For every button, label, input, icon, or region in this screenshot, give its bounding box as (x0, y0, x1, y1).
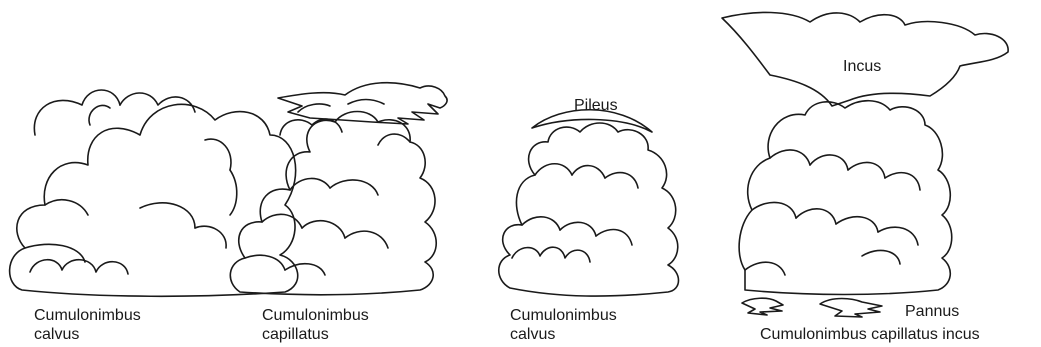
cloud-cumulonimbus-calvus-2 (499, 110, 679, 296)
pannus-right (820, 299, 882, 318)
label-pileus: Pileus (574, 96, 618, 115)
label-pannus: Pannus (905, 302, 959, 321)
label-incus: Incus (843, 57, 881, 76)
cloud-cumulonimbus-calvus-1 (10, 90, 298, 296)
caption-figure3-line2: calvus (510, 325, 555, 344)
caption-figure4: Cumulonimbus capillatus incus (760, 325, 980, 344)
caption-figure1-line1: Cumulonimbus (34, 306, 141, 325)
caption-figure3-line1: Cumulonimbus (510, 306, 617, 325)
caption-figure2-line1: Cumulonimbus (262, 306, 369, 325)
caption-figure2-line2: capillatus (262, 325, 329, 344)
caption-figure1-line2: calvus (34, 325, 79, 344)
pannus-left (742, 298, 783, 315)
cloud-cumulonimbus-capillatus (230, 83, 447, 295)
